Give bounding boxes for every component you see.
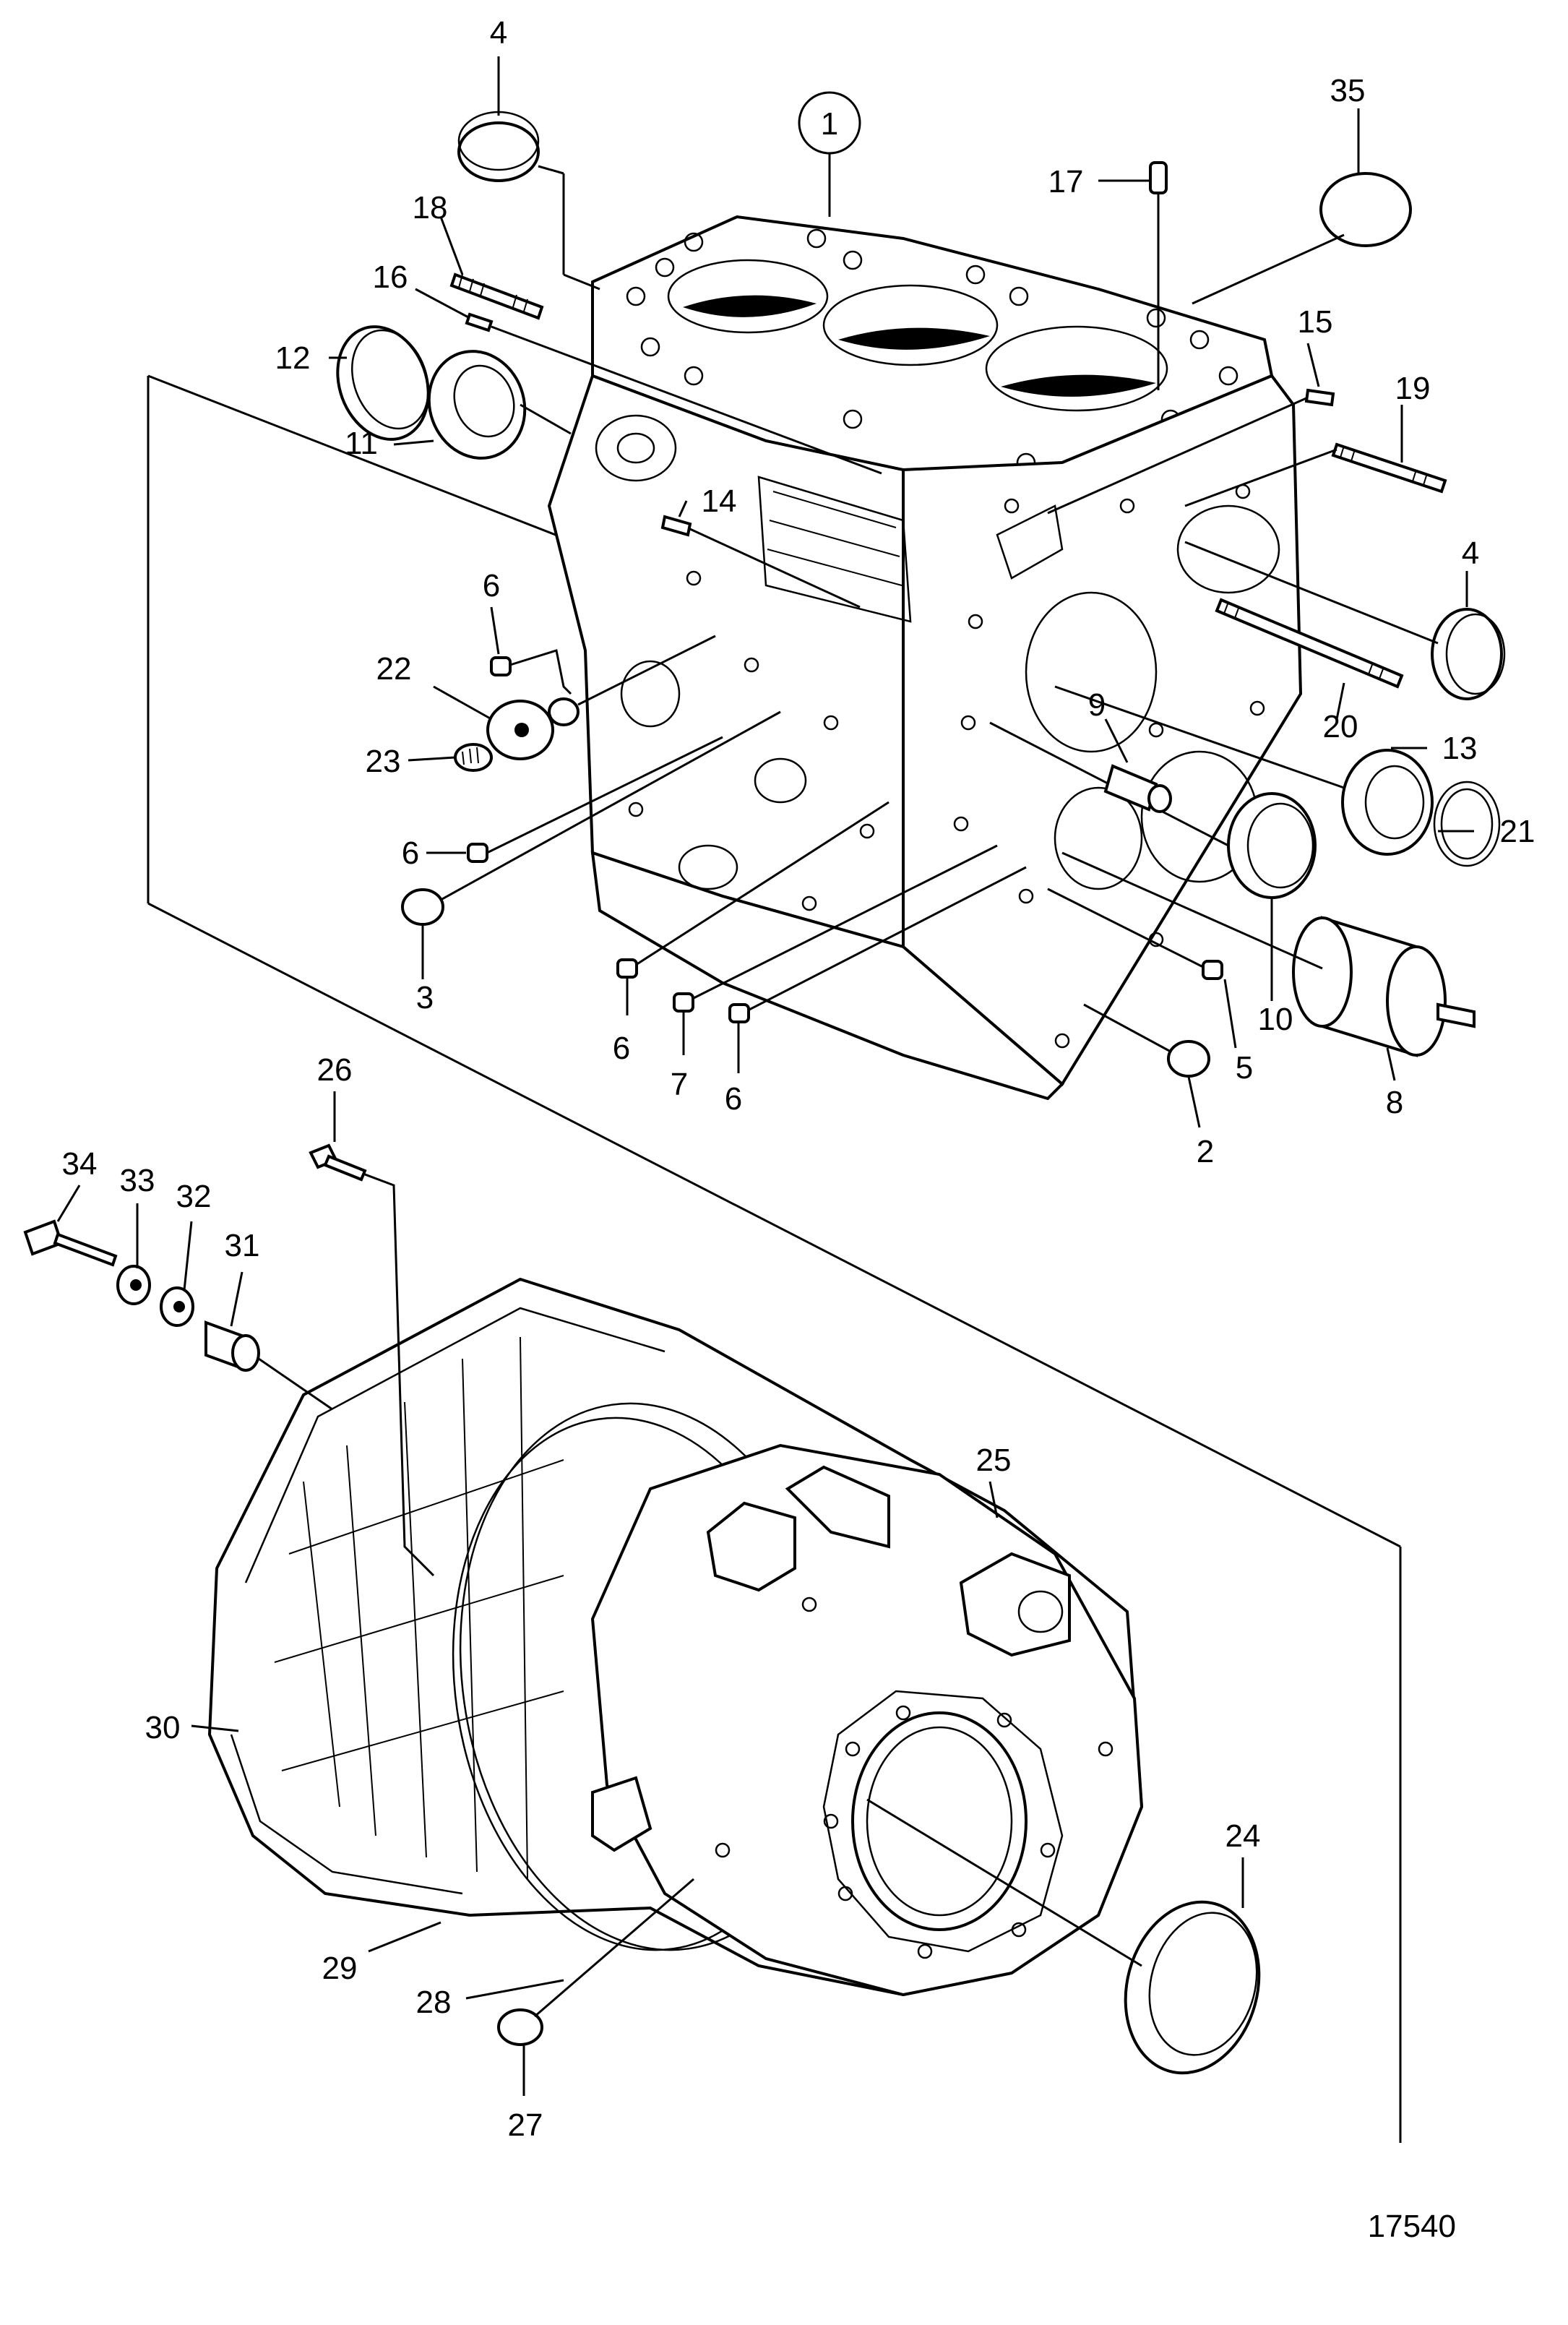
stud-19 — [1184, 442, 1447, 507]
figure-id: 17540 — [1368, 2209, 1456, 2244]
callout-19: 19 — [1395, 371, 1431, 406]
bolt-26 — [309, 1143, 435, 1577]
pin-16 — [465, 312, 882, 475]
callout-17: 17 — [1048, 164, 1084, 199]
plug-3 — [401, 710, 781, 926]
callout-labels: 1 2 3 4 4 5 6 6 6 6 7 8 9 10 11 12 13 14… — [62, 15, 1535, 2143]
pin-17 — [1149, 161, 1168, 390]
callout-21: 21 — [1500, 814, 1535, 849]
callout-25: 25 — [976, 1443, 1012, 1478]
sleeve-31 — [204, 1320, 333, 1411]
callout-18: 18 — [413, 190, 448, 225]
assembly-frame-lines — [147, 374, 1402, 2143]
bearing-11 — [427, 350, 572, 460]
callout-16: 16 — [373, 259, 408, 295]
stud-20 — [1215, 598, 1404, 689]
cylinder-block — [547, 215, 1303, 1101]
bolt-34 — [23, 1219, 118, 1267]
flywheel-housing — [207, 1277, 1144, 1997]
callout-4: 4 — [1462, 536, 1479, 571]
callout-6: 6 — [613, 1031, 630, 1066]
callout-6: 6 — [483, 568, 500, 603]
plug-9 — [1103, 764, 1172, 813]
callout-22: 22 — [376, 651, 412, 687]
callout-2: 2 — [1197, 1134, 1214, 1169]
callout-30: 30 — [145, 1710, 181, 1745]
expansion-plug-rear — [1184, 541, 1506, 700]
callout-5: 5 — [1236, 1050, 1253, 1086]
plug-7 — [673, 844, 998, 1013]
callout-33: 33 — [120, 1163, 155, 1198]
callout-10: 10 — [1258, 1002, 1293, 1037]
washer-33 — [116, 1265, 151, 1305]
expansion-plug-top — [457, 111, 600, 291]
callout-27: 27 — [508, 2107, 543, 2143]
plug-27 — [497, 1878, 694, 2046]
callout-24: 24 — [1225, 1818, 1261, 1854]
callout-6: 6 — [402, 835, 419, 871]
plug-5 — [1047, 888, 1223, 980]
callout-35: 35 — [1330, 73, 1366, 108]
plug-6a — [490, 649, 572, 695]
callout-28: 28 — [416, 1985, 452, 2020]
callout-7: 7 — [671, 1067, 688, 1102]
callout-12: 12 — [275, 340, 311, 376]
callout-29: 29 — [322, 1951, 358, 1986]
circlip-21 — [1433, 781, 1501, 867]
callout-1: 1 — [821, 106, 838, 142]
callout-20: 20 — [1323, 709, 1358, 744]
plug-2 — [1083, 1003, 1210, 1078]
callout-11: 11 — [345, 426, 378, 461]
leader-lines — [56, 56, 1474, 2096]
oil-seal-24 — [866, 1798, 1261, 2075]
callout-23: 23 — [366, 744, 401, 779]
callout-32: 32 — [176, 1179, 212, 1214]
valve-22-23 — [454, 635, 716, 772]
callout-26: 26 — [317, 1052, 353, 1088]
callout-13: 13 — [1442, 731, 1478, 766]
stud-18 — [449, 272, 544, 320]
plug-6c — [616, 801, 889, 979]
plug-6b — [467, 736, 723, 863]
pin-14 — [660, 515, 861, 609]
plug-6d — [728, 866, 1027, 1023]
washer-32 — [160, 1286, 194, 1327]
cover-plate-35 — [1192, 172, 1412, 305]
callout-9: 9 — [1088, 687, 1106, 723]
callout-14: 14 — [702, 484, 737, 519]
bearing-13 — [1054, 685, 1434, 856]
callout-34: 34 — [62, 1146, 98, 1182]
callout-15: 15 — [1298, 304, 1333, 340]
callout-6: 6 — [725, 1081, 742, 1117]
callout-3: 3 — [416, 980, 434, 1015]
callout-4: 4 — [490, 15, 507, 51]
sealing-ring-12 — [336, 325, 430, 441]
callout-31: 31 — [225, 1228, 260, 1263]
cylinder-part-8 — [1061, 851, 1476, 1057]
callout-8: 8 — [1386, 1085, 1403, 1120]
pin-15 — [1047, 388, 1335, 515]
